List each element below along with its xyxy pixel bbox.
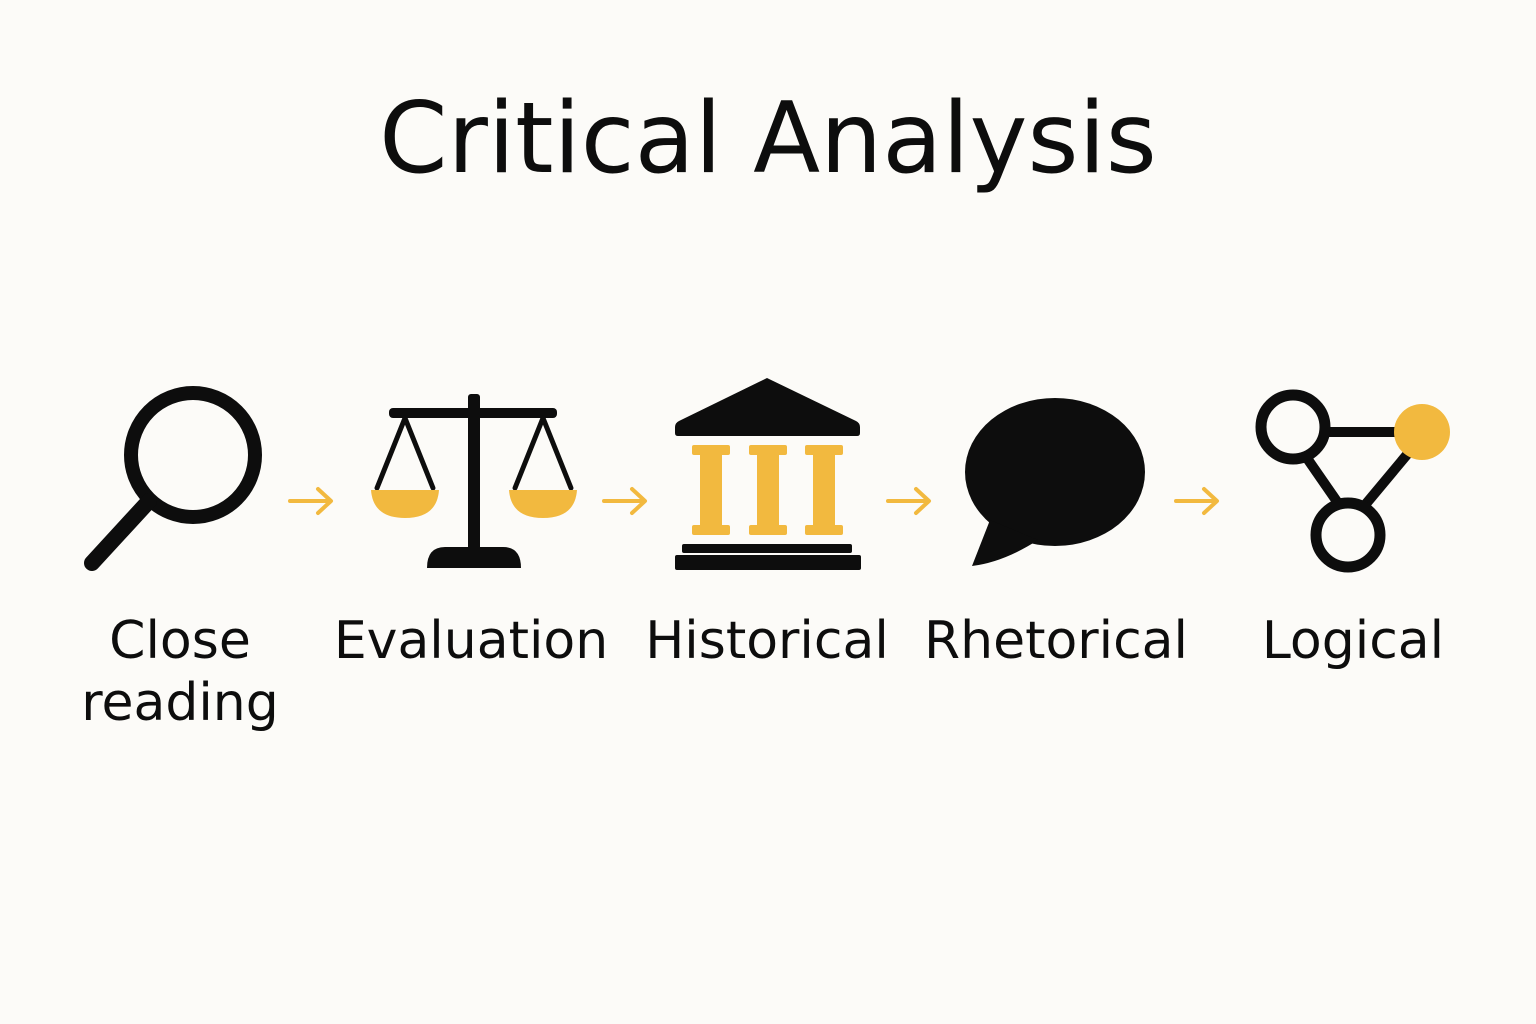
scales-icon: [371, 394, 577, 568]
step-label-line: Close: [109, 611, 251, 671]
step-label-line: reading: [81, 673, 279, 733]
step-label-evaluation: Evaluation: [333, 611, 609, 671]
step-label-rhetorical: Rhetorical: [923, 611, 1188, 671]
arrow-icon: [1174, 487, 1219, 515]
diagram-title: Critical Analysis: [379, 82, 1157, 196]
magnifying-glass-icon: [84, 386, 262, 571]
step-label-logical: Logical: [1261, 611, 1445, 671]
step-label-historical: Historical: [645, 611, 889, 671]
step-label-close-reading: Close reading: [30, 610, 330, 734]
classical-building-icon: [675, 378, 861, 570]
arrow-icon: [886, 487, 931, 515]
network-nodes-icon: [1255, 389, 1450, 573]
arrow-icon: [288, 487, 333, 515]
arrow-icon: [602, 487, 647, 515]
speech-bubble-icon: [965, 398, 1145, 566]
